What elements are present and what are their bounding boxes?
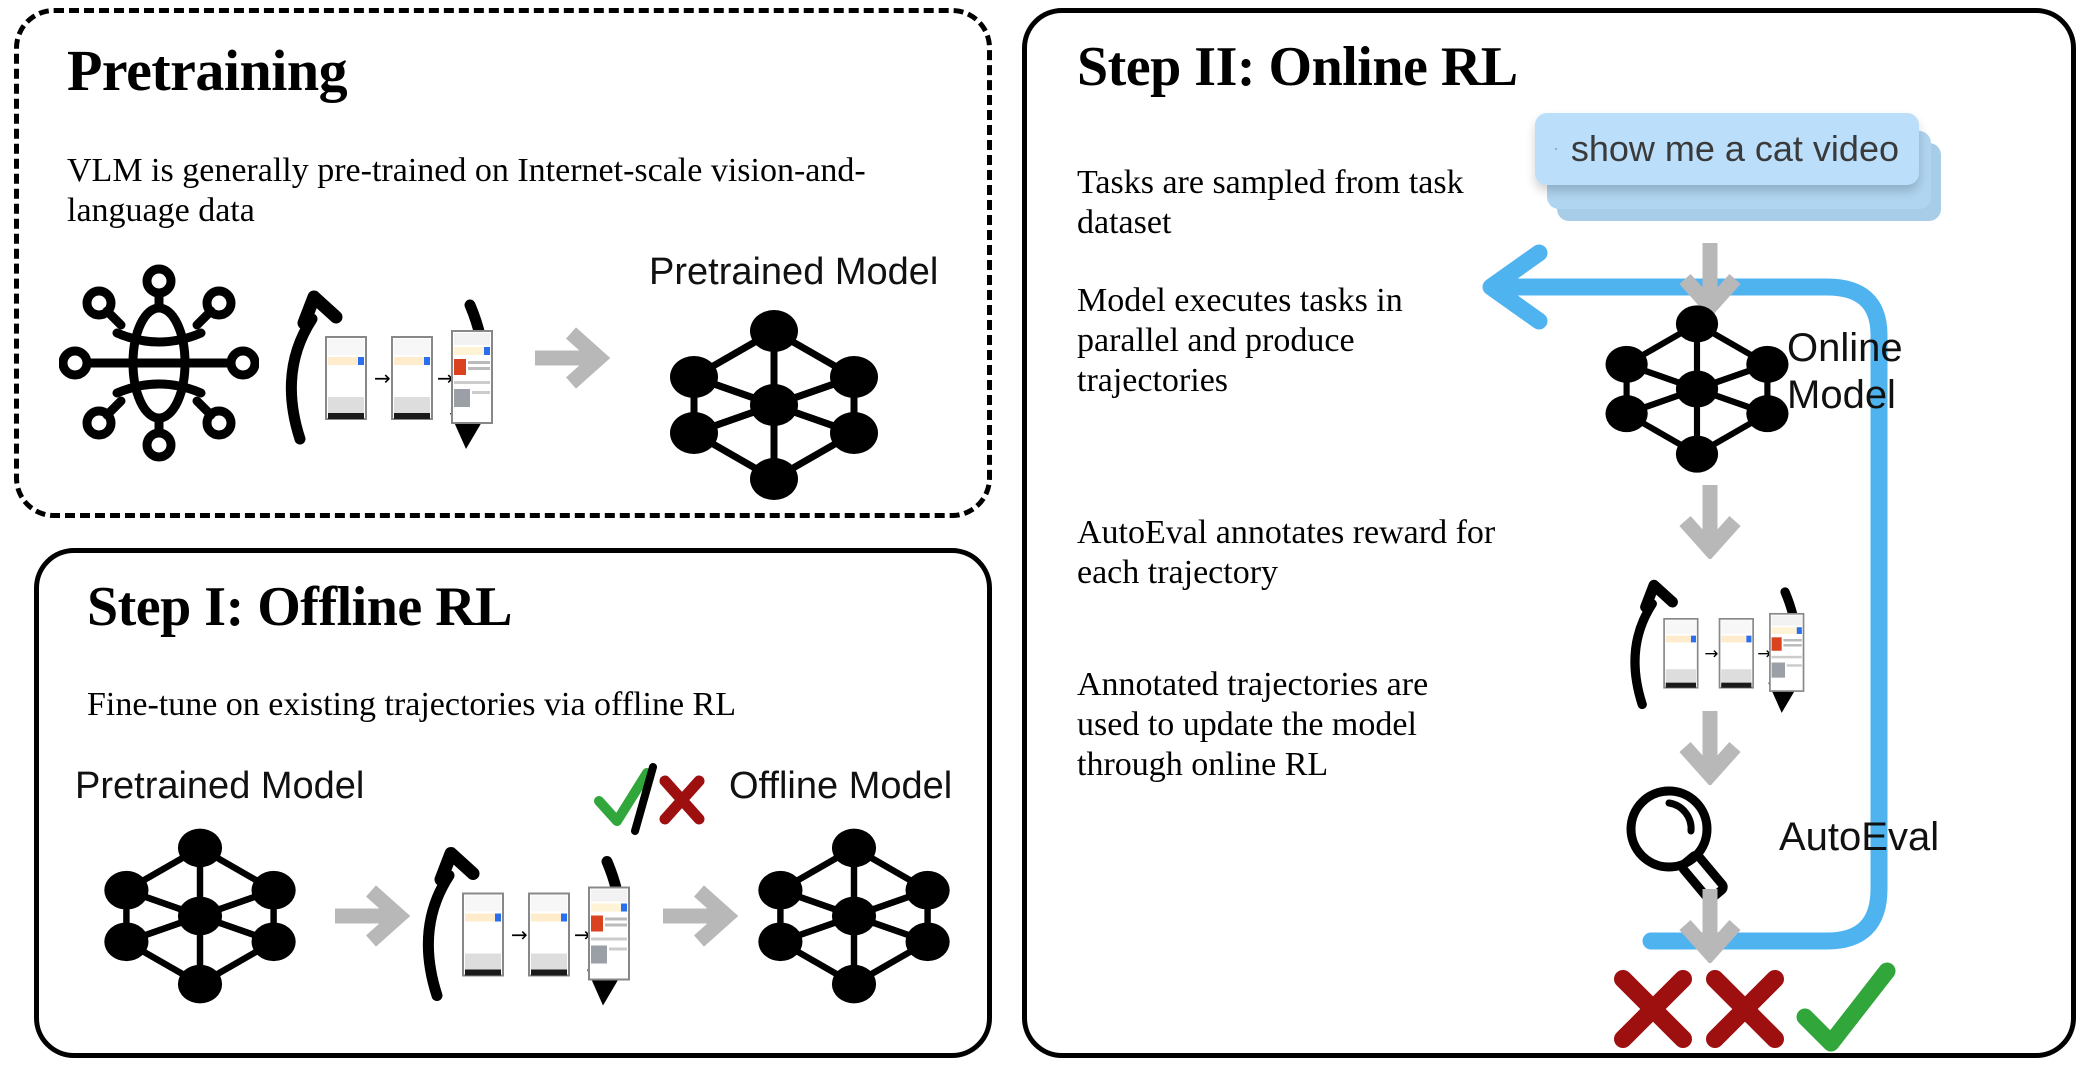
panel-online-rl: Step II: Online RL Tasks are sampled fro… [1022, 8, 2076, 1058]
autoeval-label: AutoEval [1779, 815, 1940, 859]
task-card-front[interactable]: show me a cat video [1535, 113, 1919, 185]
gray-arrow-right-icon [663, 885, 739, 947]
gray-arrow-down-icon [1679, 243, 1741, 317]
neural-network-icon [104, 828, 296, 1004]
gray-arrow-down-icon [1679, 485, 1741, 559]
offline-output-model-label: Offline Model [729, 765, 953, 807]
gray-arrow-down-icon [1679, 711, 1741, 785]
trajectory-loop-icon: → → [422, 847, 630, 1006]
online-model-label: Online Model [1787, 326, 1903, 418]
trajectory-loop-icon: → → [285, 290, 493, 449]
pretrained-model-label: Pretrained Model [649, 251, 939, 293]
gray-arrow-right-icon [535, 327, 611, 389]
neural-network-icon [758, 828, 950, 1004]
panel-title-offline: Step I: Offline RL [87, 576, 513, 638]
svg-text:→: → [511, 923, 528, 947]
offline-description: Fine-tune on existing trajectories via o… [87, 686, 736, 723]
blue-feedback-loop-arrow [1482, 244, 1888, 950]
panel-title-online: Step II: Online RL [1077, 36, 1518, 98]
panel-title-pretraining: Pretraining [67, 38, 348, 103]
online-step-text-1: Tasks are sampled from task dataset [1077, 164, 1464, 241]
reward-marks-check-cross [594, 763, 705, 835]
task-dataset-card-stack[interactable]: show me a cat video [1535, 103, 1955, 223]
online-step-text-2: Model executes tasks in parallel and pro… [1077, 282, 1403, 399]
gray-arrow-down-icon [1679, 889, 1741, 963]
offline-input-model-label: Pretrained Model [75, 765, 365, 807]
task-card-text: show me a cat video [1570, 128, 1899, 169]
svg-text:→: → [574, 923, 591, 947]
panel-offline-rl: Step I: Offline RL Fine-tune on existing… [34, 548, 992, 1058]
gray-arrow-right-icon [335, 885, 411, 947]
pretraining-description: VLM is generally pre-trained on Internet… [67, 152, 866, 229]
svg-text:→: → [1704, 643, 1718, 663]
online-step-text-4: Annotated trajectories are used to updat… [1077, 666, 1429, 783]
online-step-text-3: AutoEval annotates reward for each traje… [1077, 514, 1496, 591]
globe-network-icon [59, 264, 259, 462]
svg-text:→: → [1757, 643, 1771, 663]
neural-network-icon [1605, 305, 1789, 473]
trajectory-loop-icon: → → [1630, 579, 1805, 713]
panel-pretraining: Pretraining VLM is generally pre-trained… [14, 8, 992, 518]
user-circle-icon [1555, 148, 1557, 150]
svg-text:→: → [374, 366, 391, 390]
neural-network-icon [670, 310, 878, 500]
reward-marks-row [1614, 962, 1896, 1052]
svg-text:→: → [437, 366, 454, 390]
